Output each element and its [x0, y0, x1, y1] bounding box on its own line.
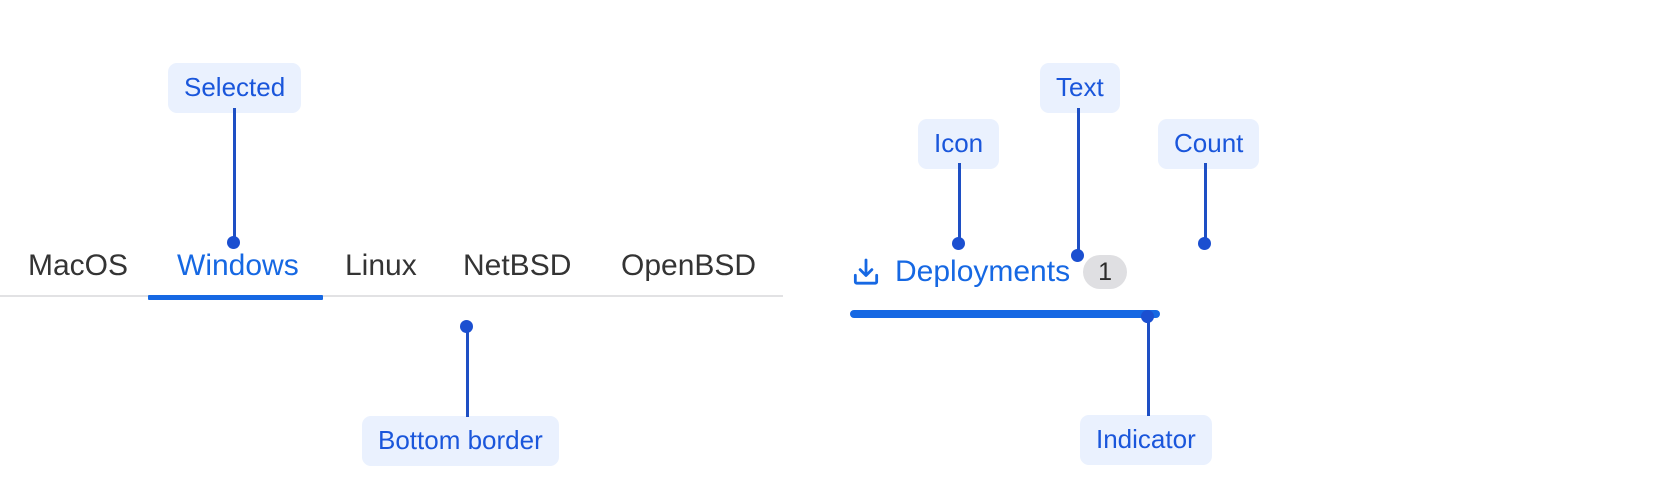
tab-linux[interactable]: Linux — [345, 249, 417, 282]
leader-line-bottom-border — [466, 327, 469, 417]
leader-line-indicator — [1147, 318, 1150, 416]
tab-deployments-label: Deployments — [895, 255, 1071, 288]
tab-windows[interactable]: Windows — [177, 249, 299, 282]
tab-deployments-count-badge: 1 — [1083, 255, 1128, 289]
leader-dot-text — [1071, 249, 1084, 262]
leader-dot-icon — [952, 237, 965, 250]
callout-selected: Selected — [168, 63, 302, 113]
leader-dot-indicator — [1141, 310, 1154, 323]
tab-macos[interactable]: MacOS — [28, 249, 129, 282]
callout-text: Text — [1040, 63, 1120, 113]
callout-bottom-border: Bottom border — [362, 416, 559, 466]
leader-line-text — [1077, 108, 1080, 253]
operating-system-tab-bar: MacOS Windows Linux NetBSD OpenBSD — [0, 245, 783, 300]
tab-netbsd[interactable]: NetBSD — [463, 249, 572, 282]
leader-dot-selected — [227, 236, 240, 249]
callout-count: Count — [1158, 119, 1260, 169]
tab-openbsd[interactable]: OpenBSD — [621, 249, 757, 282]
leader-dot-count — [1198, 237, 1211, 250]
tab-deployments[interactable]: Deployments 1 — [850, 243, 1128, 301]
leader-line-icon — [958, 163, 961, 241]
leader-line-selected — [233, 108, 236, 240]
callout-indicator: Indicator — [1080, 415, 1212, 465]
selected-tab-underline — [148, 295, 323, 300]
tab-deployments-indicator — [850, 310, 1160, 318]
download-icon — [850, 256, 882, 288]
leader-line-count — [1204, 163, 1207, 241]
callout-icon: Icon — [918, 119, 1000, 169]
leader-dot-bottom-border — [460, 320, 473, 333]
